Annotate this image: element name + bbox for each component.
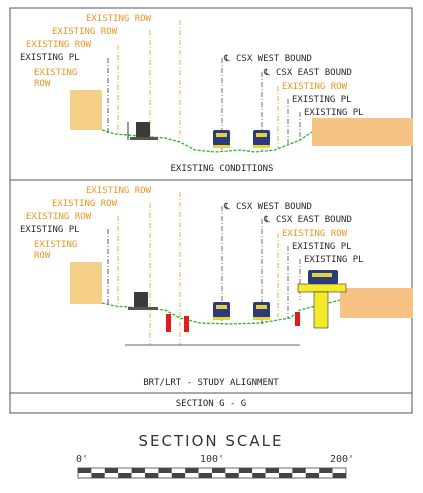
- scale-segment: [185, 468, 199, 473]
- scale-segment: [91, 473, 105, 478]
- drawing-frame: [9, 7, 413, 414]
- scale-segment: [225, 473, 239, 478]
- scale-title: SECTION SCALE: [139, 432, 284, 450]
- scale-segment: [104, 468, 119, 473]
- barrier-3: [295, 312, 300, 326]
- scale-segment: [171, 473, 186, 478]
- label-existing-row-right-b: EXISTING ROW: [282, 229, 348, 239]
- scale-segment: [104, 473, 119, 478]
- label-existing-row-2: EXISTING ROW: [52, 27, 118, 37]
- centerline-west-symbol: ℄: [223, 54, 230, 64]
- study-alignment-panel: EXISTING ROW EXISTING ROW EXISTING ROW E…: [20, 186, 413, 388]
- label-csx-east: CSX EAST BOUND: [276, 68, 352, 78]
- scale-segment: [238, 468, 253, 473]
- label-existing-pl-right-1: EXISTING PL: [292, 95, 352, 105]
- scale-segment: [292, 473, 306, 478]
- scale-segment: [252, 468, 266, 473]
- label-csx-east-b: CSX EAST BOUND: [276, 215, 352, 225]
- label-csx-west: CSX WEST BOUND: [236, 54, 312, 64]
- label-row: ROW: [34, 79, 51, 89]
- label-existing-row-2b: EXISTING ROW: [52, 199, 118, 209]
- scale-segment: [212, 468, 226, 473]
- label-existing-pl-right-2b: EXISTING PL: [304, 255, 364, 265]
- scale-segment: [118, 473, 132, 478]
- scale-segment: [279, 468, 293, 473]
- label-existing-row-3: EXISTING ROW: [26, 40, 92, 50]
- scale-segment: [91, 468, 105, 473]
- caption-existing-conditions: EXISTING CONDITIONS: [171, 164, 274, 174]
- wall-structure: [136, 122, 150, 138]
- scale-segment: [158, 473, 172, 478]
- label-existing-row-1: EXISTING ROW: [86, 14, 152, 24]
- scale-bar: [77, 467, 347, 479]
- scale-segment: [252, 473, 266, 478]
- train-east-bound-2: [253, 302, 270, 320]
- scale-segment: [145, 473, 159, 478]
- scale-segment: [198, 473, 212, 478]
- label-existing-pl-right-2: EXISTING PL: [304, 108, 364, 118]
- scale-segment: [185, 473, 199, 478]
- label-existing-plb: EXISTING PL: [20, 225, 80, 235]
- scale-segment: [332, 468, 346, 473]
- row-fill-left: [70, 90, 102, 130]
- label-csx-west-b: CSX WEST BOUND: [236, 202, 312, 212]
- caption-section: SECTION G - G: [176, 399, 246, 409]
- row-fill-left-2: [70, 262, 102, 304]
- scale-segment: [332, 473, 346, 478]
- elevated-guideway: [297, 270, 347, 329]
- scale-segment: [171, 468, 186, 473]
- scale-segment: [279, 473, 293, 478]
- scale-segment: [319, 468, 333, 473]
- wall-structure-2: [134, 292, 148, 308]
- caption-study-alignment: BRT/LRT - STUDY ALIGNMENT: [143, 378, 279, 388]
- wall-base-2: [128, 307, 158, 310]
- label-rowb: ROW: [34, 251, 51, 261]
- label-existing-pl: EXISTING PL: [20, 53, 80, 63]
- section-scale: SECTION SCALE 0' 100' 200': [76, 432, 354, 479]
- centerline-west-symbol-b: ℄: [223, 202, 230, 212]
- scale-segment: [131, 468, 145, 473]
- row-fill-right-2: [340, 288, 413, 318]
- scale-tick-0: 0': [76, 454, 88, 465]
- train-east-bound: [253, 130, 270, 148]
- label-existing-row-1b: EXISTING ROW: [86, 186, 152, 196]
- label-existingb: EXISTING: [34, 240, 77, 250]
- scale-segment: [78, 468, 92, 473]
- scale-segment: [319, 473, 333, 478]
- scale-segment: [265, 468, 279, 473]
- label-existing-row-3b: EXISTING ROW: [26, 212, 92, 222]
- scale-segment: [238, 473, 253, 478]
- scale-segment: [131, 473, 145, 478]
- scale-segment: [212, 473, 226, 478]
- centerline-east-symbol-b: ℄: [263, 215, 270, 225]
- ground-line: [101, 129, 313, 153]
- scale-segment: [145, 468, 159, 473]
- train-west-bound-2: [213, 302, 230, 320]
- scale-segment: [305, 468, 320, 473]
- barrier-2: [184, 316, 189, 332]
- centerline-east-symbol: ℄: [263, 68, 270, 78]
- label-existing-pl-right-1b: EXISTING PL: [292, 242, 352, 252]
- scale-tick-200: 200': [330, 454, 354, 465]
- barrier-1: [166, 314, 171, 332]
- existing-conditions-panel: EXISTING ROW EXISTING ROW EXISTING ROW E…: [20, 14, 413, 174]
- scale-tick-100: 100': [200, 454, 224, 465]
- scale-segment: [292, 468, 306, 473]
- scale-segment: [225, 468, 239, 473]
- label-existing-row-right: EXISTING ROW: [282, 82, 348, 92]
- scale-border: [77, 467, 347, 479]
- scale-segment: [78, 473, 92, 478]
- label-existing: EXISTING: [34, 68, 77, 78]
- scale-segment: [305, 473, 320, 478]
- scale-segment: [265, 473, 279, 478]
- row-fill-right: [312, 118, 413, 146]
- scale-segment: [118, 468, 132, 473]
- scale-segment: [198, 468, 212, 473]
- train-west-bound: [213, 130, 230, 148]
- scale-segment: [158, 468, 172, 473]
- wall-base: [130, 137, 158, 140]
